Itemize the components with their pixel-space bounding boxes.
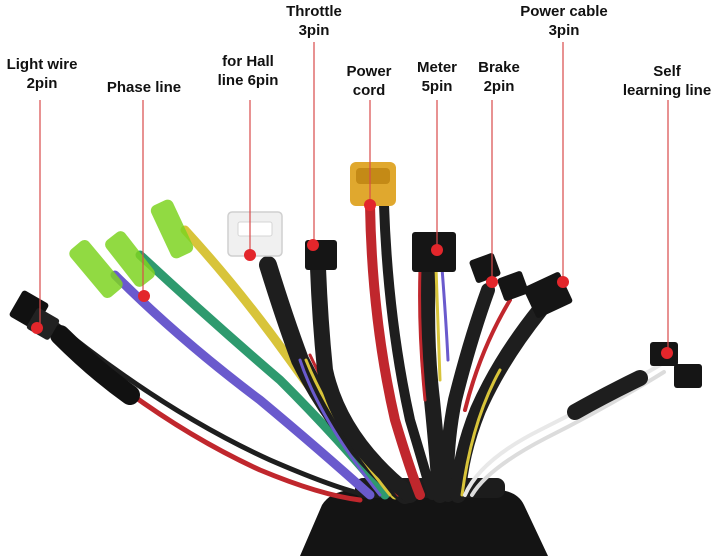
power-cord-cable xyxy=(365,200,437,500)
label-phase-line: Phase line xyxy=(98,78,190,97)
brake-connectors xyxy=(469,253,529,301)
label-brake-line1: Brake xyxy=(478,59,520,76)
label-hall-line-line2: line 6pin xyxy=(217,72,279,89)
label-throttle-line2: 3pin xyxy=(298,22,330,39)
label-self-learning-line1: Self xyxy=(653,63,681,80)
pointer-self-learning xyxy=(661,347,673,359)
pointer-dots xyxy=(31,199,673,359)
pointer-power-cord xyxy=(364,199,376,211)
label-power-cord-line1: Power xyxy=(346,63,392,80)
hall-connector xyxy=(227,211,283,257)
pointer-throttle xyxy=(307,239,319,251)
label-self-learning: Self learning line xyxy=(614,62,720,100)
light-wire-cable xyxy=(37,313,365,503)
pointer-power-cable xyxy=(557,276,569,288)
label-meter-line1: Meter xyxy=(416,59,457,76)
power-cord-connector xyxy=(350,162,396,206)
leader-lines xyxy=(39,42,669,352)
power-cable-3pin-wire xyxy=(450,302,548,503)
label-light-wire-line1: Light wire xyxy=(6,56,78,73)
label-power-cable: Power cable 3pin xyxy=(508,2,620,40)
label-brake: Brake 2pin xyxy=(466,58,532,96)
label-self-learning-line2: learning line xyxy=(622,82,712,99)
label-throttle-line1: Throttle xyxy=(286,3,342,20)
self-learning-cable xyxy=(463,363,666,497)
controller-body xyxy=(300,490,548,556)
label-power-cable-line2: 3pin xyxy=(548,22,580,39)
label-meter-line2: 5pin xyxy=(421,78,453,95)
label-power-cable-line1: Power cable xyxy=(520,3,608,20)
pointer-phase-line xyxy=(138,290,150,302)
throttle-cable xyxy=(310,260,418,503)
label-light-wire-line2: 2pin xyxy=(26,75,58,92)
label-hall-line: for Hall line 6pin xyxy=(198,52,298,90)
pointer-light-wire xyxy=(31,322,43,334)
brake-cable xyxy=(440,283,512,502)
pointer-meter xyxy=(431,244,443,256)
meter-cable xyxy=(418,262,450,503)
self-learning-connectors xyxy=(650,342,702,388)
label-brake-line2: 2pin xyxy=(483,78,515,95)
label-power-cord: Power cord xyxy=(336,62,402,100)
label-meter: Meter 5pin xyxy=(404,58,470,96)
pointer-brake xyxy=(486,276,498,288)
label-throttle: Throttle 3pin xyxy=(274,2,354,40)
label-phase-line-line1: Phase line xyxy=(106,79,182,96)
label-hall-line-line1: for Hall xyxy=(222,53,274,70)
pointer-hall-line xyxy=(244,249,256,261)
label-power-cord-line2: cord xyxy=(352,82,386,99)
label-light-wire: Light wire 2pin xyxy=(0,55,84,93)
